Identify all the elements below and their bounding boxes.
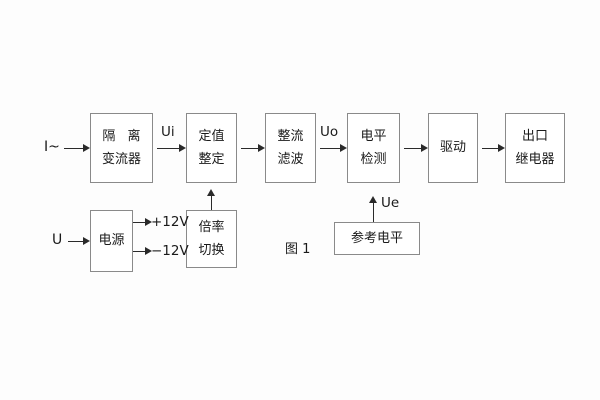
arrowhead-power-to-positive-rail — [145, 218, 152, 226]
block-multiplier-switch-line1: 倍率 — [198, 219, 225, 235]
connector-power-to-negative-rail — [133, 251, 145, 252]
connector-voltage-to-power — [68, 241, 83, 242]
connector-multiplier-to-setting — [211, 196, 212, 210]
positive-rail-label: +12V — [151, 214, 189, 230]
connector-setting-to-rectify — [241, 148, 258, 149]
signal-ui-label: Ui — [161, 124, 175, 140]
figure-caption: 图 1 — [285, 242, 311, 257]
arrowhead-voltage-to-power — [83, 237, 90, 245]
voltage-input-label: U — [52, 232, 63, 248]
arrowhead-power-to-negative-rail — [145, 247, 152, 255]
block-multiplier-switch-line2: 切换 — [198, 242, 225, 258]
block-rectify-filter-line2: 滤波 — [277, 151, 304, 167]
block-reference-level: 参考电平 — [334, 222, 420, 255]
block-level-detection: 电平 检测 — [347, 113, 400, 183]
block-multiplier-switch: 倍率 切换 — [186, 210, 237, 268]
block-power-supply: 电源 — [90, 210, 133, 272]
connector-current-to-isolation — [64, 148, 83, 149]
connector-isolation-to-setting — [157, 148, 179, 149]
signal-uo-label: Uo — [320, 124, 339, 140]
block-level-detection-line2: 检测 — [360, 151, 387, 167]
connector-power-to-positive-rail — [133, 222, 145, 223]
arrowhead-multiplier-to-setting — [207, 189, 215, 196]
block-setting-value-line2: 整定 — [198, 151, 225, 167]
block-isolation-transformer-line1: 隔 离 — [102, 128, 145, 144]
block-level-detection-line1: 电平 — [360, 128, 387, 144]
arrowhead-driver-to-relay — [498, 144, 505, 152]
negative-rail-label: −12V — [151, 243, 189, 259]
block-driver: 驱动 — [428, 113, 478, 183]
signal-ue-label: Ue — [381, 195, 400, 211]
block-driver-line1: 驱动 — [439, 140, 466, 156]
block-reference-level-line1: 参考电平 — [350, 230, 403, 246]
block-rectify-filter: 整流 滤波 — [265, 113, 316, 183]
arrowhead-reference-to-level — [369, 196, 377, 203]
arrowhead-level-to-driver — [421, 144, 428, 152]
block-output-relay-line1: 出口 — [521, 128, 548, 144]
arrowhead-rectify-to-level — [340, 144, 347, 152]
arrowhead-setting-to-rectify — [258, 144, 265, 152]
connector-rectify-to-level — [320, 148, 340, 149]
arrowhead-isolation-to-setting — [179, 144, 186, 152]
block-output-relay: 出口 继电器 — [505, 113, 565, 183]
block-setting-value: 定值 整定 — [186, 113, 237, 183]
block-output-relay-line2: 继电器 — [515, 151, 555, 167]
connector-reference-to-level — [373, 203, 374, 222]
connector-driver-to-relay — [482, 148, 498, 149]
block-isolation-transformer: 隔 离 变流器 — [90, 113, 153, 183]
block-isolation-transformer-line2: 变流器 — [101, 151, 141, 167]
arrowhead-current-to-isolation — [83, 144, 90, 152]
connector-level-to-driver — [404, 148, 421, 149]
block-setting-value-line1: 定值 — [198, 128, 225, 144]
current-input-label: I~ — [44, 139, 60, 155]
block-power-supply-line1: 电源 — [98, 233, 125, 249]
block-rectify-filter-line1: 整流 — [277, 128, 304, 144]
